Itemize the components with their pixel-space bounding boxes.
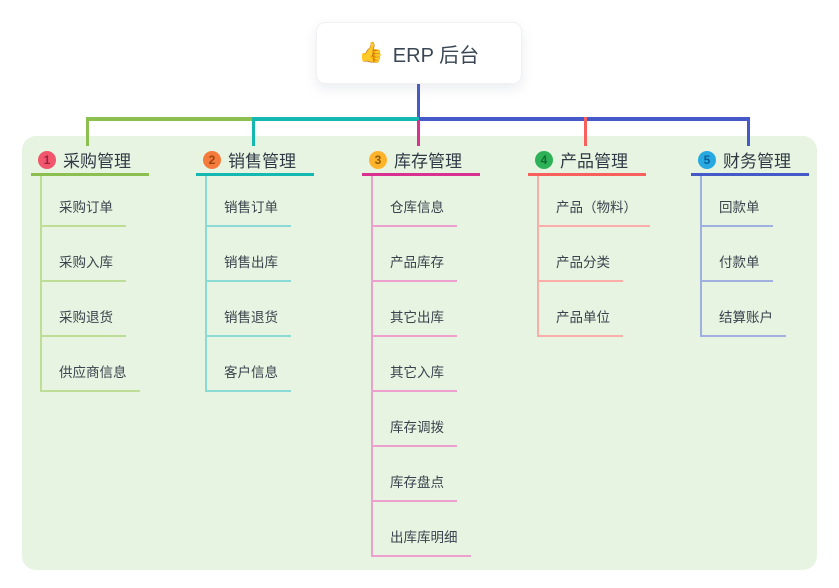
mindmap-background-panel [22, 136, 817, 570]
branch-title-finance[interactable]: 5 财务管理 [691, 146, 809, 176]
node-other-inbound[interactable]: 其它入库 [371, 337, 480, 392]
node-label: 销售退货 [207, 306, 291, 337]
node-label: 其它出库 [373, 306, 457, 337]
badge-number-2: 2 [203, 150, 221, 169]
branch-title-label: 产品管理 [560, 152, 628, 171]
root-node-label: ERP 后台 [392, 44, 480, 67]
node-purchase-return[interactable]: 采购退货 [40, 282, 149, 337]
node-label: 产品单位 [539, 306, 623, 337]
node-label: 产品（物料） [539, 196, 650, 227]
node-other-outbound[interactable]: 其它出库 [371, 282, 480, 337]
node-stock-check[interactable]: 库存盘点 [371, 447, 480, 502]
node-label: 库存盘点 [373, 471, 457, 502]
node-purchase-order[interactable]: 采购订单 [40, 176, 149, 227]
root-connector-line [417, 84, 420, 118]
node-sales-outbound[interactable]: 销售出库 [205, 227, 314, 282]
drop-line-branch-2 [252, 117, 255, 146]
node-label: 销售订单 [207, 196, 291, 227]
node-product-category[interactable]: 产品分类 [537, 227, 646, 282]
node-label: 供应商信息 [42, 361, 140, 392]
node-warehouse-info[interactable]: 仓库信息 [371, 176, 480, 227]
drop-line-branch-5 [747, 117, 750, 146]
node-settlement-account[interactable]: 结算账户 [700, 282, 809, 337]
node-label: 采购入库 [42, 251, 126, 282]
branch-inventory: 3 库存管理 仓库信息 产品库存 其它出库 其它入库 库存调拨 库存盘点 出库库… [362, 146, 480, 557]
node-sales-return[interactable]: 销售退货 [205, 282, 314, 337]
branch-title-product[interactable]: 4 产品管理 [528, 146, 646, 176]
node-sales-order[interactable]: 销售订单 [205, 176, 314, 227]
branch-title-sales[interactable]: 2 销售管理 [196, 146, 314, 176]
branch-sales: 2 销售管理 销售订单 销售出库 销售退货 客户信息 [196, 146, 314, 392]
branch-title-procurement[interactable]: 1 采购管理 [31, 146, 149, 176]
node-label: 其它入库 [373, 361, 457, 392]
branch-children: 回款单 付款单 结算账户 [700, 176, 809, 337]
node-customer-info[interactable]: 客户信息 [205, 337, 314, 392]
node-product-unit[interactable]: 产品单位 [537, 282, 646, 337]
branch-children: 仓库信息 产品库存 其它出库 其它入库 库存调拨 库存盘点 出库库明细 [371, 176, 480, 557]
node-label: 产品库存 [373, 251, 457, 282]
node-label: 库存调拨 [373, 416, 457, 447]
drop-line-branch-3 [417, 120, 420, 146]
node-outbound-detail[interactable]: 出库库明细 [371, 502, 480, 557]
branch-children: 产品（物料） 产品分类 产品单位 [537, 176, 650, 337]
branch-children: 销售订单 销售出库 销售退货 客户信息 [205, 176, 314, 392]
node-product-stock[interactable]: 产品库存 [371, 227, 480, 282]
badge-number-1: 1 [38, 150, 56, 169]
node-label: 采购订单 [42, 196, 126, 227]
node-label: 客户信息 [207, 361, 291, 392]
node-supplier-info[interactable]: 供应商信息 [40, 337, 149, 392]
badge-number-5: 5 [698, 150, 716, 169]
bus-line-branch-1 [87, 117, 255, 121]
node-payment-bill[interactable]: 付款单 [700, 227, 809, 282]
branch-product: 4 产品管理 产品（物料） 产品分类 产品单位 [528, 146, 650, 337]
node-product-material[interactable]: 产品（物料） [537, 176, 650, 227]
branch-title-label: 库存管理 [394, 152, 462, 171]
branch-title-inventory[interactable]: 3 库存管理 [362, 146, 480, 176]
node-label: 付款单 [702, 251, 773, 282]
branch-title-label: 采购管理 [63, 152, 131, 171]
drop-line-branch-1 [86, 117, 89, 146]
node-label: 回款单 [702, 196, 773, 227]
drop-line-branch-4 [584, 117, 587, 146]
branch-title-label: 财务管理 [723, 152, 791, 171]
node-purchase-inbound[interactable]: 采购入库 [40, 227, 149, 282]
node-stock-transfer[interactable]: 库存调拨 [371, 392, 480, 447]
node-receipt-bill[interactable]: 回款单 [700, 176, 809, 227]
thumbs-up-icon: 👍 [358, 42, 384, 64]
branch-title-label: 销售管理 [228, 152, 296, 171]
bus-line-branch-2 [252, 117, 420, 121]
branch-children: 采购订单 采购入库 采购退货 供应商信息 [40, 176, 149, 392]
node-label: 产品分类 [539, 251, 623, 282]
badge-number-3: 3 [369, 150, 387, 169]
branch-procurement: 1 采购管理 采购订单 采购入库 采购退货 供应商信息 [31, 146, 149, 392]
branch-finance: 5 财务管理 回款单 付款单 结算账户 [691, 146, 809, 337]
node-label: 仓库信息 [373, 196, 457, 227]
root-node-erp[interactable]: 👍 ERP 后台 [316, 22, 522, 84]
node-label: 结算账户 [702, 306, 786, 337]
node-label: 出库库明细 [373, 526, 471, 557]
node-label: 采购退货 [42, 306, 126, 337]
node-label: 销售出库 [207, 251, 291, 282]
badge-number-4: 4 [535, 150, 553, 169]
